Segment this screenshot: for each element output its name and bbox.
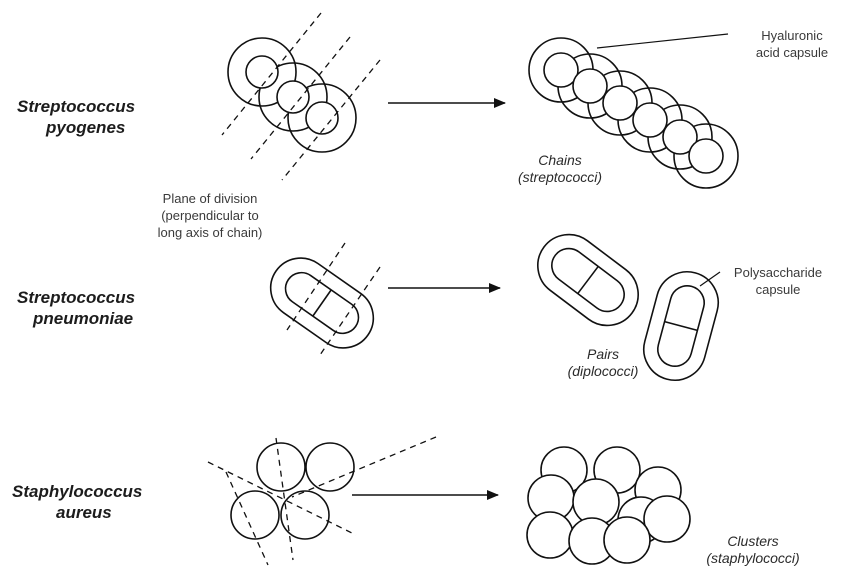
annotation-line: capsule xyxy=(723,281,833,298)
annotation-line: (perpendicular to xyxy=(130,207,290,224)
result-term: (diplococci) xyxy=(548,363,658,380)
result-term: (streptococci) xyxy=(505,169,615,186)
organism-genus: Streptococcus xyxy=(17,287,135,308)
organism-label-aureus: Staphylococcus aureus xyxy=(12,481,142,523)
organism-genus: Streptococcus xyxy=(17,96,135,117)
result-term: (staphylococci) xyxy=(693,550,813,567)
organism-label-pyogenes: Streptococcus pyogenes xyxy=(17,96,135,138)
hyaluronic-leader-line xyxy=(597,34,728,48)
annotation-line: long axis of chain) xyxy=(130,224,290,241)
pyogenes-dividing-cells xyxy=(228,38,356,152)
cluster-of-cocci xyxy=(527,447,690,564)
result-label-clusters: Clusters (staphylococci) xyxy=(693,533,813,567)
organism-species: pyogenes xyxy=(17,117,135,138)
organism-species: pneumoniae xyxy=(17,308,135,329)
pneumoniae-dividing-pair xyxy=(259,246,385,359)
diplococcus-left xyxy=(525,222,650,338)
annotation-polysaccharide-capsule: Polysaccharide capsule xyxy=(723,264,833,298)
result-label-chains: Chains (streptococci) xyxy=(505,152,615,186)
annotation-hyaluronic-capsule: Hyaluronic acid capsule xyxy=(737,27,845,61)
annotation-line: Hyaluronic xyxy=(737,27,845,44)
pyogenes-division-planes xyxy=(222,13,380,180)
result-name: Chains xyxy=(505,152,615,169)
annotation-line: acid capsule xyxy=(737,44,845,61)
annotation-line: Polysaccharide xyxy=(723,264,833,281)
organism-species: aureus xyxy=(12,502,142,523)
organism-label-pneumoniae: Streptococcus pneumoniae xyxy=(17,287,135,329)
result-label-pairs: Pairs (diplococci) xyxy=(548,346,658,380)
annotation-line: Plane of division xyxy=(130,190,290,207)
result-name: Pairs xyxy=(548,346,658,363)
result-name: Clusters xyxy=(693,533,813,550)
polysaccharide-leader-line xyxy=(700,272,720,286)
annotation-plane-of-division: Plane of division (perpendicular to long… xyxy=(130,190,290,241)
organism-genus: Staphylococcus xyxy=(12,481,142,502)
